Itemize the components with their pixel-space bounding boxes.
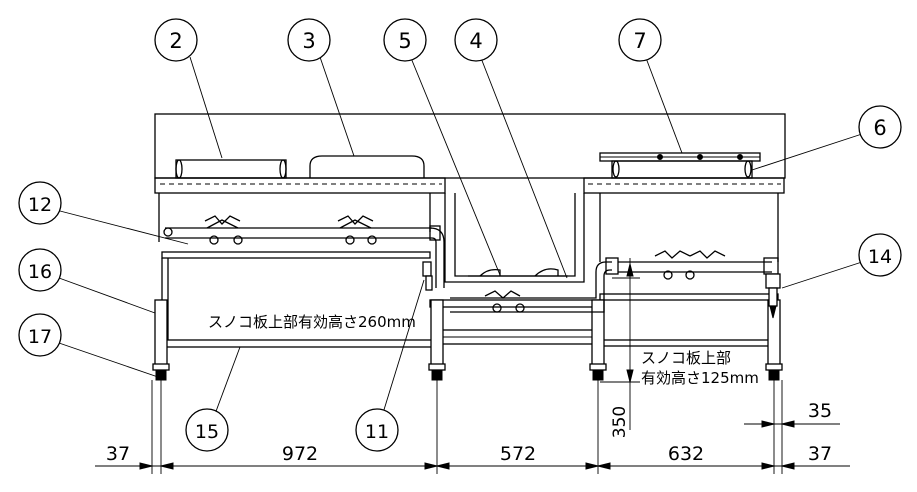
callout-14: 14 <box>781 233 902 289</box>
svg-text:6: 6 <box>873 116 886 140</box>
notes: スノコ板上部有効高さ260mm スノコ板上部 有効高さ125mm <box>208 313 759 387</box>
leg-2 <box>428 299 446 381</box>
shelf-260-note: スノコ板上部有効高さ260mm <box>208 313 416 331</box>
valve-11 <box>422 261 433 291</box>
gas-inlet-14 <box>765 273 781 319</box>
burners-and-piping <box>163 215 781 319</box>
callout-7: 7 <box>618 18 683 154</box>
dim-left-37: 37 <box>106 443 130 465</box>
dim-632: 632 <box>668 443 704 465</box>
dim-35: 35 <box>808 400 832 422</box>
leg-3 <box>589 299 607 381</box>
leg-4 <box>765 299 783 381</box>
callout-3: 3 <box>287 18 355 157</box>
callout-15: 15 <box>185 346 241 452</box>
legs <box>152 299 783 381</box>
callout-17: 17 <box>18 313 159 378</box>
center-burner <box>450 268 590 313</box>
top-items <box>175 152 761 179</box>
callouts: 2 3 5 4 7 6 12 <box>18 18 902 452</box>
svg-text:15: 15 <box>195 421 219 443</box>
svg-text:17: 17 <box>28 326 52 348</box>
callout-16: 16 <box>18 248 156 314</box>
svg-text:4: 4 <box>469 29 482 53</box>
svg-text:11: 11 <box>365 421 389 443</box>
pan-3 <box>309 155 425 178</box>
leg-1 <box>152 299 170 381</box>
left-burners <box>163 215 432 245</box>
svg-text:5: 5 <box>398 29 411 53</box>
right-burners <box>618 250 779 280</box>
callout-2: 2 <box>154 18 223 159</box>
callout-5: 5 <box>383 18 501 276</box>
callout-6: 6 <box>751 105 902 171</box>
dim-972: 972 <box>282 443 318 465</box>
shelf-125-note-line2: 有効高さ125mm <box>641 369 759 387</box>
svg-text:12: 12 <box>28 194 52 216</box>
svg-text:3: 3 <box>302 29 315 53</box>
svg-text:14: 14 <box>868 246 892 268</box>
shelf-125-note-line1: スノコ板上部 <box>641 349 731 367</box>
dim-350: 350 <box>610 406 630 438</box>
callout-12: 12 <box>18 181 189 245</box>
dimension-lines: 37 972 572 632 37 350 35 <box>95 258 850 474</box>
callout-4: 4 <box>454 18 568 279</box>
griddle-7 <box>599 152 761 179</box>
dim-right-37: 37 <box>808 443 832 465</box>
left-riser-pipe <box>429 225 445 288</box>
callout-11: 11 <box>355 279 425 452</box>
svg-text:7: 7 <box>633 29 646 53</box>
svg-text:16: 16 <box>28 261 52 283</box>
svg-text:2: 2 <box>169 29 182 53</box>
dim-572: 572 <box>500 443 536 465</box>
right-riser-pipe <box>590 257 619 313</box>
burner-cover-2 <box>175 159 287 179</box>
